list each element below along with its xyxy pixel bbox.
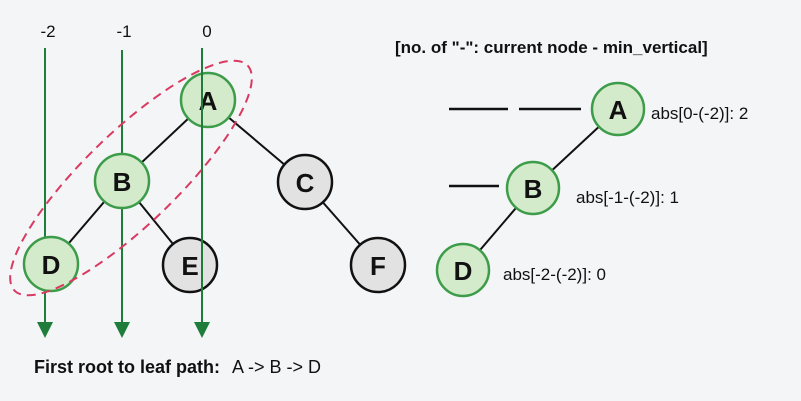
node-label: B: [524, 174, 543, 204]
formula-b: abs[-1-(-2)]: 1: [576, 188, 679, 207]
right-node-b: B: [505, 160, 561, 216]
node-label: C: [296, 168, 315, 198]
arrowhead-icon: [37, 322, 53, 338]
caption-bold: First root to leaf path:: [34, 357, 220, 377]
node-e: E: [161, 236, 219, 294]
formula-d: abs[-2-(-2)]: 0: [503, 265, 606, 284]
node-c: C: [276, 153, 334, 211]
caption-path: A -> B -> D: [232, 357, 321, 377]
node-label: B: [113, 167, 132, 197]
column-label: 0: [202, 22, 211, 41]
path-highlight-ellipse: [9, 59, 253, 297]
node-d: D: [22, 235, 80, 293]
column-label: -2: [40, 22, 55, 41]
node-label: F: [370, 251, 386, 281]
node-f: F: [349, 236, 407, 294]
node-b: B: [93, 152, 151, 210]
right-heading: [no. of "-": current node - min_vertical…: [395, 38, 708, 57]
formula-a: abs[0-(-2)]: 2: [651, 104, 748, 123]
node-label: E: [181, 251, 198, 281]
node-label: A: [609, 95, 628, 125]
node-label: A: [199, 86, 218, 116]
arrowhead-icon: [194, 322, 210, 338]
node-label: D: [42, 250, 61, 280]
column-label: -1: [116, 22, 131, 41]
caption: First root to leaf path: A -> B -> D: [34, 357, 321, 377]
arrowhead-icon: [114, 322, 130, 338]
dash-marks: [449, 107, 581, 188]
right-node-a: A: [590, 81, 646, 137]
node-label: D: [454, 256, 473, 286]
node-a: A: [179, 71, 237, 129]
right-node-d: D: [435, 242, 491, 298]
